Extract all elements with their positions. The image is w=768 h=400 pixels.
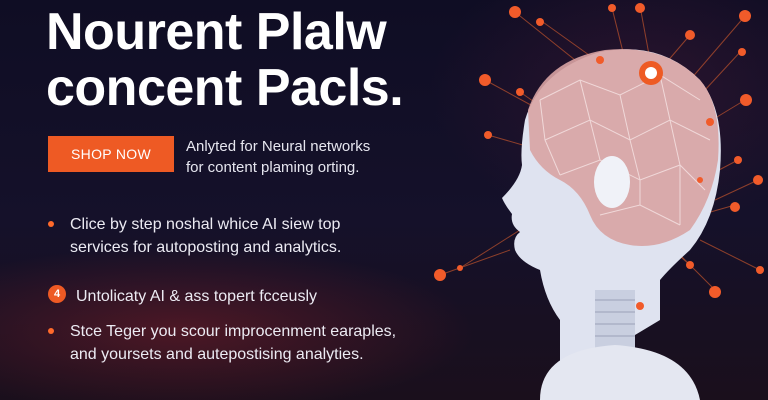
feature-bullet-1-line-2: services for autoposting and analytics. xyxy=(70,239,342,256)
shop-now-button[interactable]: SHOP NOW xyxy=(48,136,174,172)
orange-dot-icon xyxy=(48,328,54,334)
headline-line-2: concent Pacls. xyxy=(46,59,404,117)
headline: Nourent Plalw concent Pacls. xyxy=(46,4,486,116)
feature-bullet-2-line-1: Untolicaty AI & ass topert fcceusly xyxy=(76,288,317,305)
orange-dot-icon xyxy=(48,221,54,227)
tagline-line-2: for content plaming orting. xyxy=(186,159,360,176)
numbered-circle-icon: 4 xyxy=(48,285,66,303)
feature-bullet-1-line-1: Clice by step noshal whice AI siew top xyxy=(70,216,341,233)
tagline-line-1: Anlyted for Neural networks xyxy=(186,138,371,155)
feature-bullet-1: Clice by step noshal whice AI siew top s… xyxy=(48,213,378,259)
headline-line-1: Nourent Plalw xyxy=(46,3,387,61)
feature-bullet-2: 4 Untolicaty AI & ass topert fcceusly xyxy=(48,285,378,308)
ai-head-illustration xyxy=(434,3,764,400)
feature-bullet-3: Stce Teger you scour improcenment earapl… xyxy=(48,320,408,366)
tagline: Anlyted for Neural networks for content … xyxy=(186,136,416,178)
feature-bullet-3-line-2: and yoursets and autepostising analyties… xyxy=(70,346,364,363)
feature-bullet-3-line-1: Stce Teger you scour improcenment earapl… xyxy=(70,323,397,340)
